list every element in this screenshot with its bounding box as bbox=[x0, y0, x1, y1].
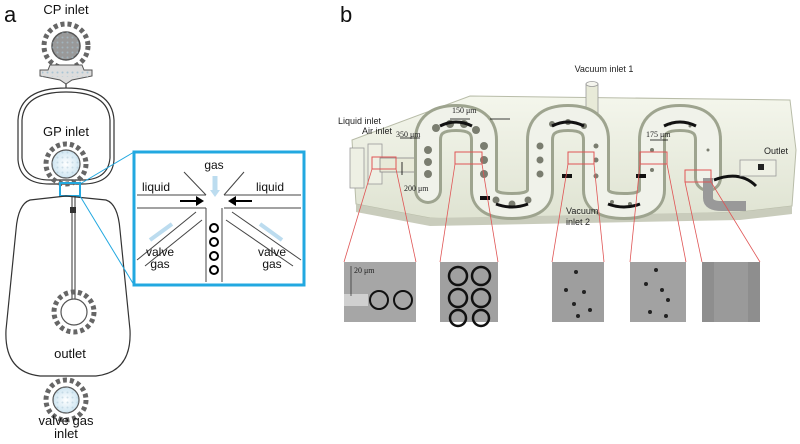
inset-valve-gas-right-1: valve bbox=[257, 245, 287, 259]
outlet-label: outlet bbox=[54, 346, 86, 361]
valve-gas-inlet-label: valve gas inlet bbox=[39, 414, 94, 440]
vacuum-inlet-2-label: Vacuum inlet 2 bbox=[566, 206, 598, 228]
inset-valve-gas-left-1: valve bbox=[145, 245, 175, 259]
zoom-boxes bbox=[371, 151, 712, 183]
vacuum-inlet-2-line2: inlet 2 bbox=[566, 217, 591, 227]
cp-inlet-label: CP inlet bbox=[43, 2, 89, 17]
callout-line-top bbox=[79, 151, 135, 185]
panel-b-letter: b bbox=[340, 2, 353, 27]
valve-gas-inlet-line1: valve gas bbox=[38, 413, 94, 428]
panel-a-letter: a bbox=[4, 2, 17, 27]
dim-175-label: 175 μm bbox=[646, 130, 671, 139]
zoom-lines bbox=[343, 163, 761, 263]
inset-liquid-left-label: liquid bbox=[142, 180, 171, 194]
micrograph-3 bbox=[552, 262, 604, 322]
dim-20-label: 20 μm bbox=[354, 266, 375, 275]
micrograph-5 bbox=[702, 262, 760, 322]
valve-gas-inlet-pad bbox=[43, 377, 89, 423]
inset-valve-gas-left: valve gas bbox=[146, 246, 174, 270]
dim-200-label: 200 μm bbox=[404, 184, 429, 193]
callout-line-bottom bbox=[79, 195, 135, 286]
micrograph-1 bbox=[344, 262, 416, 322]
cp-inlet-pad bbox=[41, 21, 91, 71]
inset-gas-label: gas bbox=[204, 158, 224, 172]
gp-inlet-label: GP inlet bbox=[42, 124, 90, 139]
gp-loop bbox=[17, 84, 115, 185]
micrograph-4 bbox=[630, 262, 686, 322]
air-inlet-label: Air inlet bbox=[362, 126, 393, 136]
junction-inset bbox=[132, 150, 306, 287]
dim-150-label: 150 μm bbox=[452, 106, 477, 115]
inset-valve-gas-left-2: gas bbox=[150, 257, 170, 271]
outlet-loop bbox=[5, 195, 131, 377]
inset-valve-gas-right-2: gas bbox=[262, 257, 282, 271]
liquid-inlet-label: Liquid inlet bbox=[338, 116, 382, 126]
junction-highlight-box bbox=[59, 182, 81, 197]
outlet-pad bbox=[51, 289, 97, 335]
micrograph-2 bbox=[440, 262, 498, 328]
outlet-b-label: Outlet bbox=[764, 146, 789, 156]
chip-rendering bbox=[349, 81, 797, 226]
vacuum-inlet-1-label: Vacuum inlet 1 bbox=[574, 64, 634, 74]
gp-inlet-pad bbox=[43, 141, 89, 187]
vacuum-inlet-2-line1: Vacuum bbox=[566, 206, 599, 216]
micrograph-tiles bbox=[344, 262, 760, 328]
device-schematic bbox=[5, 21, 131, 423]
valve-gas-inlet-line2: inlet bbox=[54, 426, 78, 441]
inset-valve-gas-right: valve gas bbox=[258, 246, 286, 270]
dim-350-label: 350 μm bbox=[396, 130, 421, 139]
inset-liquid-right-label: liquid bbox=[256, 180, 285, 194]
